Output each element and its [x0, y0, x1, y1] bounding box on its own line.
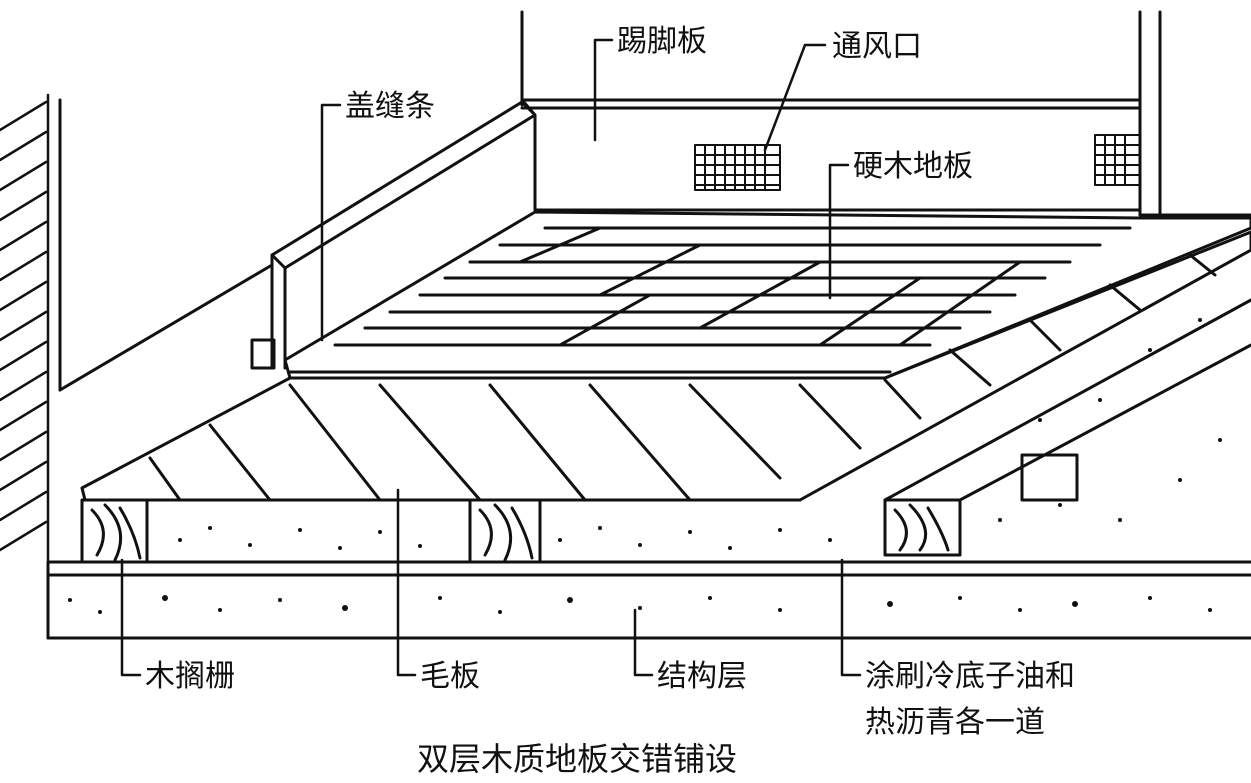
label-skirting-board: 踢脚板	[617, 24, 707, 59]
hardwood-floor	[283, 210, 1251, 380]
label-hardwood-floor: 硬木地板	[853, 149, 973, 184]
label-wood-joist: 木搁栅	[145, 659, 235, 694]
wood-joist-left	[80, 498, 149, 564]
label-structural-layer: 结构层	[657, 659, 747, 694]
wood-joist-center	[468, 498, 542, 564]
structural-layer	[46, 560, 1251, 640]
vent-grille-right	[1094, 134, 1141, 186]
label-rough-board: 毛板	[420, 659, 480, 694]
label-cover-strip: 盖缝条	[345, 89, 435, 124]
label-coating-line1: 涂刷冷底子油和	[865, 659, 1075, 694]
leader-lines	[120, 38, 862, 677]
back-wall	[58, 10, 1251, 392]
fill-speckles	[178, 318, 1222, 550]
diagram-caption: 双层木质地板交错铺设	[417, 740, 737, 778]
label-vent: 通风口	[832, 29, 922, 64]
vent-grille-center	[694, 144, 781, 191]
label-coating-line2: 热沥青各一道	[865, 705, 1045, 740]
wood-joist-right	[883, 298, 1251, 557]
structural-speckles	[68, 595, 1212, 614]
skirting-board	[250, 98, 1142, 370]
left-wall-hatching	[0, 93, 50, 562]
rough-board	[80, 230, 1251, 502]
